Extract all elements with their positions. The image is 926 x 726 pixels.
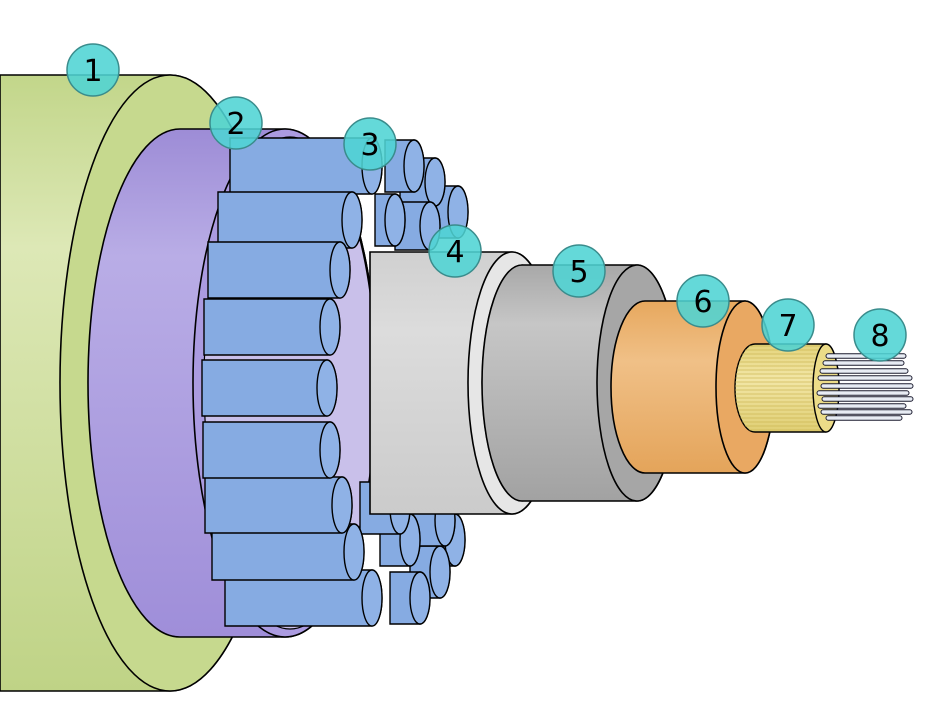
callout-label: 8 xyxy=(870,319,889,354)
callout-7: 7 xyxy=(761,298,815,352)
callouts: 1 2 3 4 5 6 7 8 xyxy=(66,43,907,362)
strand-tube xyxy=(389,571,431,625)
yarn-layer xyxy=(734,343,840,433)
strand-tube xyxy=(207,241,351,299)
callout-label: 7 xyxy=(778,309,797,344)
strand-tube xyxy=(202,421,341,479)
strand-tube xyxy=(203,298,341,356)
strand-tube xyxy=(224,569,383,627)
callout-label: 2 xyxy=(226,107,245,142)
callout-circle xyxy=(343,117,397,171)
callout-label: 3 xyxy=(360,128,379,163)
strand-tube xyxy=(201,359,338,417)
optical-fibers-layer xyxy=(816,353,914,421)
strand-tube xyxy=(204,476,353,534)
callout-circle xyxy=(552,244,606,298)
callout-circle xyxy=(428,224,482,278)
fiber xyxy=(816,390,910,396)
callout-1: 1 xyxy=(66,43,120,97)
callout-circle xyxy=(66,43,120,97)
callout-label: 5 xyxy=(569,255,588,290)
callout-label: 1 xyxy=(83,54,102,89)
strand-tube xyxy=(217,191,363,249)
callout-label: 6 xyxy=(693,285,712,320)
callout-5: 5 xyxy=(552,244,606,298)
fiber xyxy=(825,415,903,421)
callout-label: 4 xyxy=(445,235,464,270)
fiber xyxy=(821,396,914,402)
callout-circle xyxy=(676,274,730,328)
fiber xyxy=(820,383,914,389)
callout-3: 3 xyxy=(343,117,397,171)
callout-circle xyxy=(853,308,907,362)
fiber xyxy=(817,375,913,381)
fiber xyxy=(817,403,907,409)
fiber xyxy=(822,360,905,366)
strand-tube xyxy=(374,193,406,247)
callout-2: 2 xyxy=(209,96,263,150)
strand-tube xyxy=(211,523,365,581)
callout-4: 4 xyxy=(428,224,482,278)
callout-6: 6 xyxy=(676,274,730,328)
fiber xyxy=(819,368,909,374)
callout-circle xyxy=(761,298,815,352)
callout-circle xyxy=(209,96,263,150)
fiber xyxy=(820,409,913,415)
callout-8: 8 xyxy=(853,308,907,362)
